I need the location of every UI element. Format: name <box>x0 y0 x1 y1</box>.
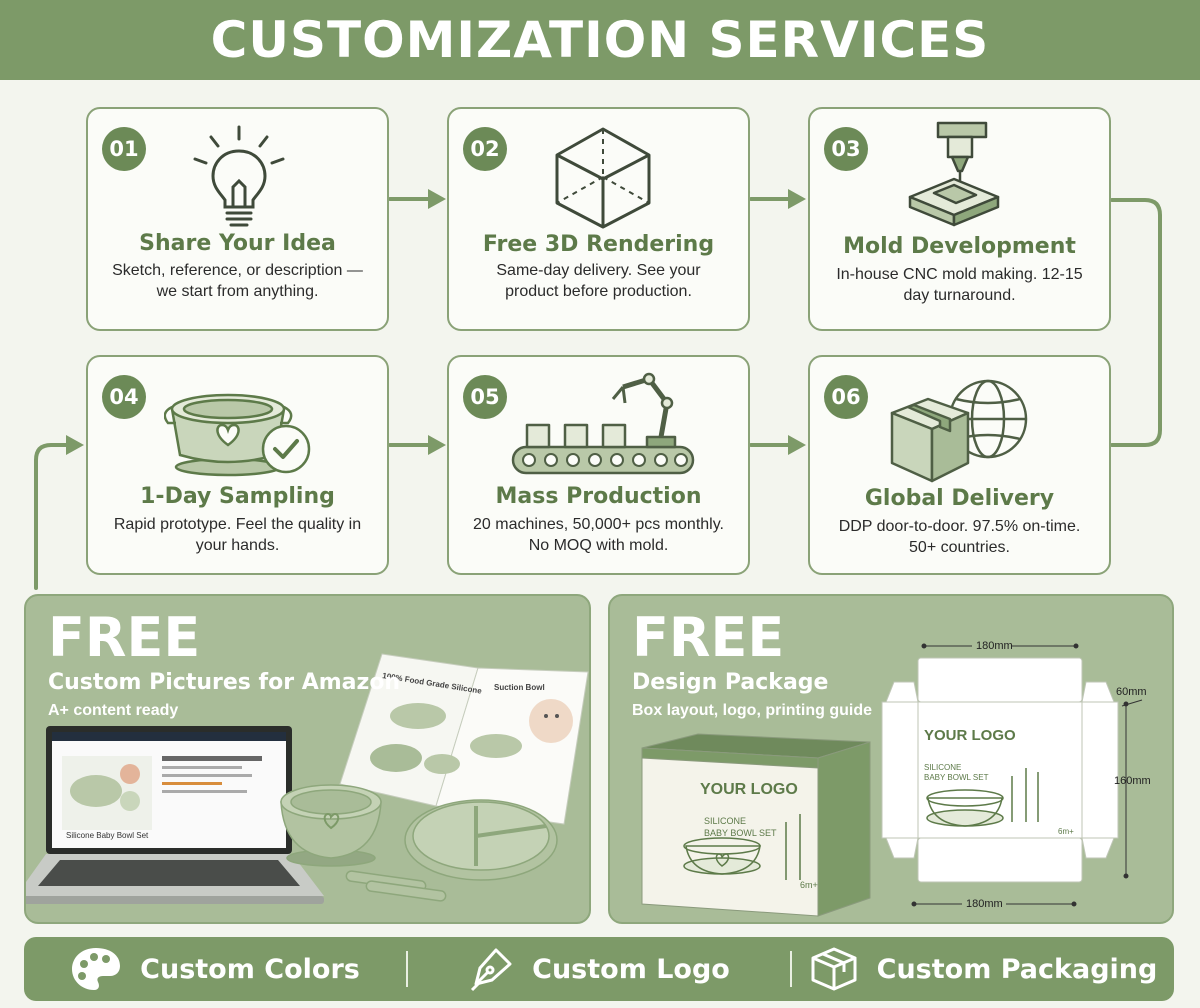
dimension-side: 60mm <box>1116 686 1147 698</box>
feature-custom-colors: Custom Colors <box>24 946 406 992</box>
dimension-bottom: 180mm <box>966 898 1003 910</box>
feature-label: Custom Logo <box>532 953 730 985</box>
laptop-screen-caption: Silicone Baby Bowl Set <box>66 831 149 840</box>
step-title: 1-Day Sampling <box>140 484 335 509</box>
step-card-3d-rendering: 02 Free 3D Rendering Same-day delivery. … <box>447 107 750 331</box>
dieline-age: 6m+ <box>1058 827 1074 836</box>
step-title: Free 3D Rendering <box>482 232 715 257</box>
free-design-package-panel: YOUR LOGO SILICONE BABY BOWL SET 6m+ 180… <box>608 594 1174 924</box>
panel-title: Design Package <box>632 670 829 695</box>
free-label: FREE <box>632 606 785 669</box>
step-title: Mold Development <box>843 234 1076 259</box>
step-description: Rapid prototype. Feel the quality in you… <box>113 516 362 554</box>
free-label: FREE <box>48 606 201 669</box>
step-card-sampling: 04 1-Day Sampling Rapid prototype. Feel … <box>86 355 389 575</box>
amazon-illustration: 100% Food Grade Silicone Suction Bowl Si… <box>26 653 589 904</box>
page-header: CUSTOMIZATION SERVICES <box>0 0 1200 80</box>
panel-title: Custom Pictures for Amazon <box>48 670 401 695</box>
conveyor-robot-icon <box>511 372 695 475</box>
step-title: Mass Production <box>495 484 702 509</box>
divider <box>790 951 792 987</box>
box-line2: BABY BOWL SET <box>704 828 777 838</box>
feature-label: Custom Colors <box>140 953 360 985</box>
step-title: Share Your Idea <box>139 231 336 256</box>
features-bar: Custom Colors Custom Logo Custom Packagi… <box>24 937 1174 1001</box>
step-card-global-delivery: 06 Global Delivery DDP door-to-door. 97.… <box>808 355 1111 575</box>
box-age: 6m+ <box>800 880 818 890</box>
brochure-heading: Suction Bowl <box>494 683 545 692</box>
design-package-illustration: YOUR LOGO SILICONE BABY BOWL SET 6m+ 180… <box>641 638 1151 917</box>
step-number-badge: 02 <box>463 127 507 171</box>
page-title: CUSTOMIZATION SERVICES <box>210 11 990 69</box>
feature-custom-logo: Custom Logo <box>408 946 790 992</box>
feature-custom-packaging: Custom Packaging <box>792 946 1174 992</box>
panel-subtitle: Box layout, logo, printing guide <box>632 702 872 719</box>
step-number-badge: 05 <box>463 375 507 419</box>
step-description: DDP door-to-door. 97.5% on-time. 50+ cou… <box>838 518 1081 556</box>
step-description: Same-day delivery. See your product befo… <box>496 262 701 300</box>
box-globe-icon <box>890 379 1028 483</box>
free-amazon-pictures-panel: 100% Food Grade Silicone Suction Bowl Si… <box>24 594 591 924</box>
box-line1: SILICONE <box>704 816 746 826</box>
cube-icon <box>555 127 651 229</box>
dimension-height: 160mm <box>1114 775 1151 787</box>
step-card-mold-development: 03 Mold Development In-house CNC mold ma… <box>808 107 1111 331</box>
step-number-badge: 03 <box>824 127 868 171</box>
dieline-logo: YOUR LOGO <box>924 727 1016 744</box>
panel-subtitle: A+ content ready <box>48 702 179 719</box>
package-icon <box>811 947 857 991</box>
feature-label: Custom Packaging <box>876 953 1158 985</box>
dimension-top: 180mm <box>976 640 1013 652</box>
step-number-badge: 04 <box>102 375 146 419</box>
step-number-badge: 01 <box>102 127 146 171</box>
dieline-line1: SILICONE <box>924 763 961 772</box>
lightbulb-icon <box>193 125 285 227</box>
step-description: Sketch, reference, or description — we s… <box>112 262 363 300</box>
divider <box>406 951 408 987</box>
step-description: In-house CNC mold making. 12-15 day turn… <box>836 266 1083 304</box>
dieline-line2: BABY BOWL SET <box>924 773 989 782</box>
box-logo: YOUR LOGO <box>700 781 798 798</box>
step-number-badge: 06 <box>824 375 868 419</box>
step-card-share-idea: 01 Share Your Idea Sketch, reference, or… <box>86 107 389 331</box>
cnc-machine-icon <box>908 121 1000 227</box>
palette-icon <box>72 948 121 990</box>
step-title: Global Delivery <box>864 486 1055 511</box>
pen-nib-icon <box>471 948 512 992</box>
step-description: 20 machines, 50,000+ pcs monthly. No MOQ… <box>473 516 724 554</box>
bowl-check-icon <box>164 393 311 477</box>
step-card-mass-production: 05 Mass Production 20 machines, 50,000+ … <box>447 355 750 575</box>
